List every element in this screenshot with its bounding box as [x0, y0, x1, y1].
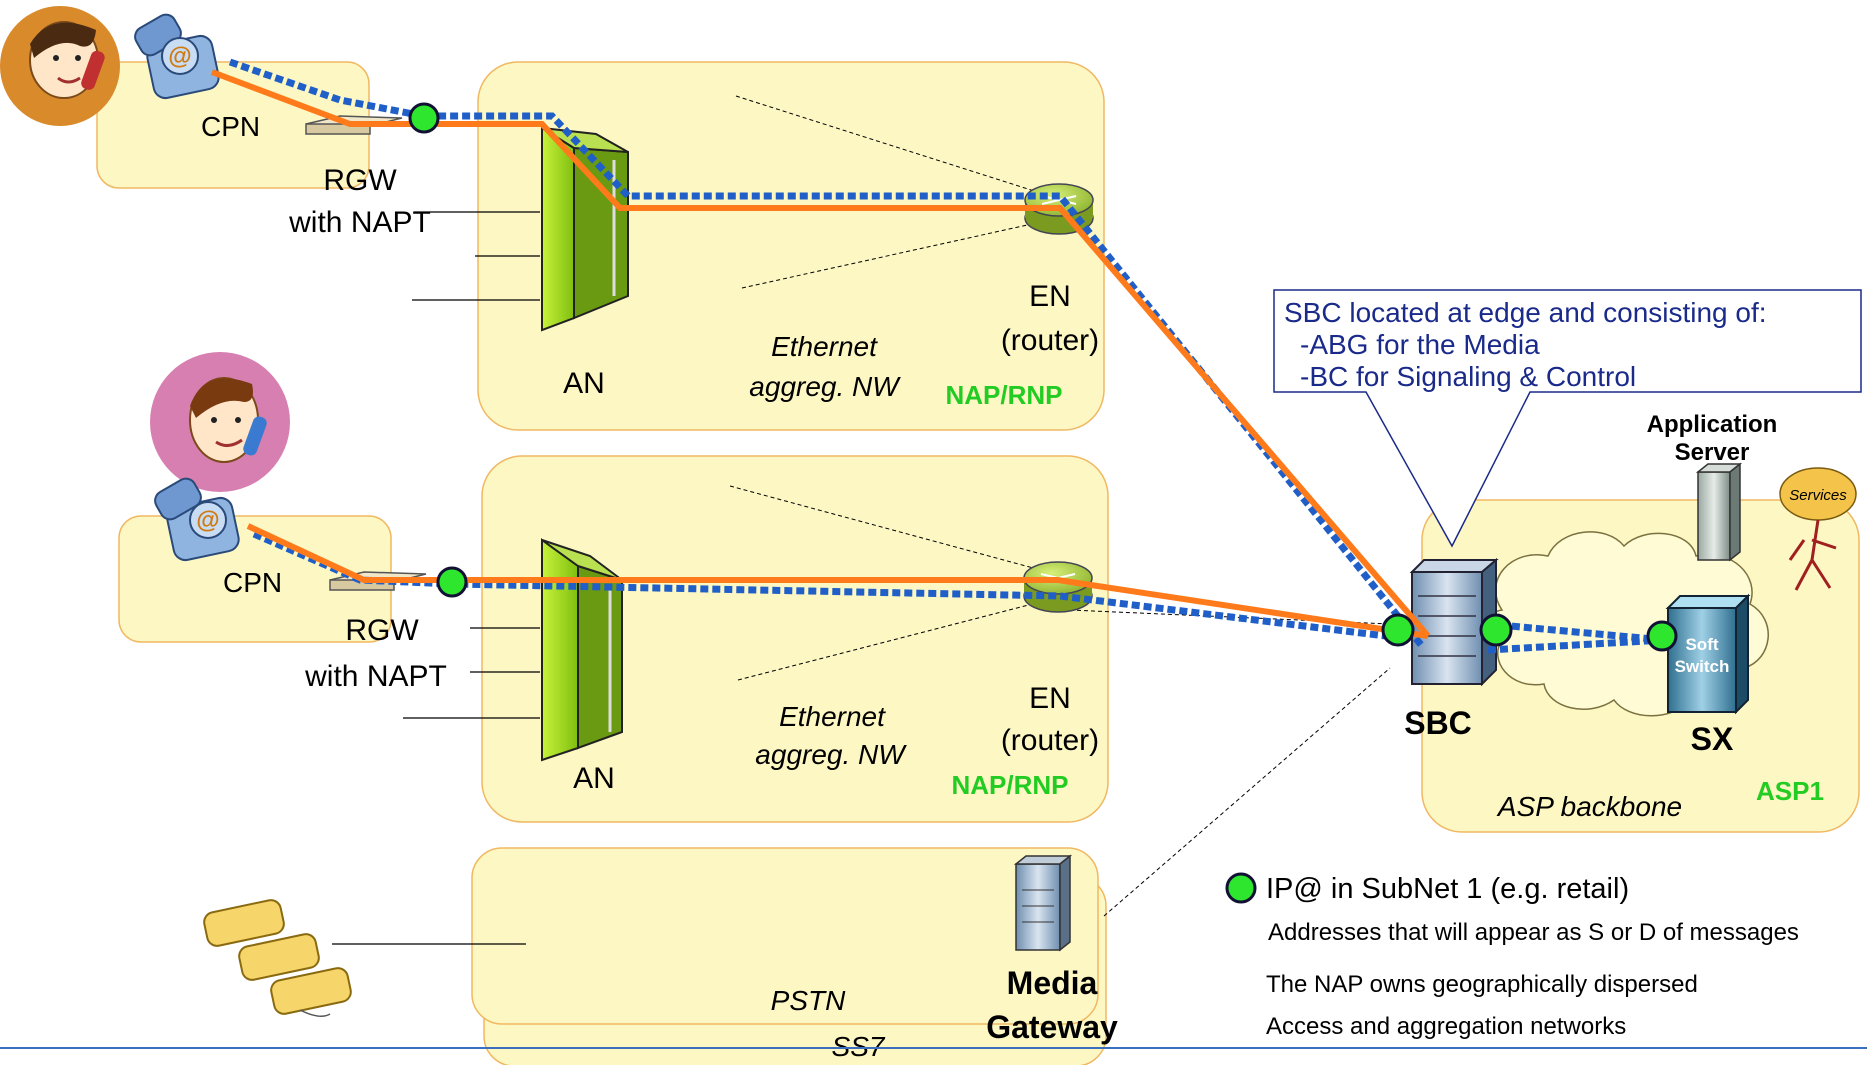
ip-node-softswitch	[1646, 620, 1678, 652]
ss7-label: SS7	[832, 1031, 886, 1062]
svg-text:@: @	[168, 43, 191, 70]
softswitch-icon: Soft Switch	[1665, 593, 1751, 715]
phone-at-icon: @	[134, 13, 220, 100]
asp-backbone-label: ASP backbone	[1496, 791, 1682, 822]
dashed-thin-lines	[729, 95, 1391, 917]
softswitch-label-1: Soft	[1685, 635, 1718, 654]
ip-nodes	[408, 102, 1678, 652]
nw-label-bottom-2: aggreg. NW	[755, 739, 907, 770]
ip-node-sbc-right	[1479, 613, 1513, 647]
signal-paths	[210, 69, 1431, 639]
callout-line-2: -ABG for the Media	[1300, 329, 1540, 360]
application-server-icon	[1695, 462, 1743, 562]
ip-node-sbc-left	[1381, 613, 1415, 647]
router-icon	[1023, 561, 1093, 613]
services-icon: Services	[1779, 467, 1857, 591]
an-device-bottom	[541, 538, 623, 762]
nw-label-top-2: aggreg. NW	[749, 371, 901, 402]
thin-lines	[332, 211, 540, 945]
an-label-bottom: AN	[573, 762, 615, 795]
nw-label-top-1: Ethernet	[771, 331, 878, 362]
en-label-bottom-2: (router)	[1001, 724, 1099, 757]
person-icon	[150, 352, 290, 492]
application-server-label-1: Application	[1647, 411, 1778, 438]
media-gateway-label-1: Media	[1007, 965, 1098, 1001]
legend-note-1: Addresses that will appear as S or D of …	[1268, 919, 1799, 946]
legend-ip-icon	[1225, 872, 1257, 904]
legend-ip-label: IP@ in SubNet 1 (e.g. retail)	[1266, 873, 1629, 905]
phone-at-icon: @	[154, 477, 240, 562]
rgw-label-top-2: with NAPT	[288, 206, 431, 239]
rgw-label-bottom-1: RGW	[345, 614, 419, 647]
nap-label-bottom: NAP/RNP	[951, 770, 1068, 800]
softswitch-label-2: Switch	[1675, 657, 1730, 676]
callout-line-3: -BC for Signaling & Control	[1300, 361, 1636, 392]
legend-note-3: Access and aggregation networks	[1266, 1013, 1626, 1040]
nap-label-top: NAP/RNP	[945, 380, 1062, 410]
labels: CPN RGW with NAPT AN EN (router) Etherne…	[201, 111, 1824, 1062]
sbc-label: SBC	[1404, 705, 1472, 741]
rgw-label-top-1: RGW	[323, 164, 397, 197]
en-label-top-2: (router)	[1001, 324, 1099, 357]
en-label-top-1: EN	[1029, 280, 1071, 313]
legend-note-2: The NAP owns geographically dispersed	[1266, 971, 1698, 998]
rgw-label-bottom-2: with NAPT	[304, 660, 447, 693]
ip-node-rgw-bottom	[436, 566, 468, 598]
en-label-bottom-1: EN	[1029, 682, 1071, 715]
sx-label: SX	[1691, 721, 1734, 757]
cpn-label-bottom: CPN	[223, 567, 282, 598]
media-gateway-label-2: Gateway	[986, 1009, 1118, 1045]
ip-node-rgw-top	[408, 102, 440, 134]
asp-label: ASP1	[1756, 776, 1824, 806]
an-label-top: AN	[563, 367, 605, 400]
sbc-callout: SBC located at edge and consisting of: -…	[1273, 289, 1862, 548]
pstn-label: PSTN	[771, 985, 846, 1016]
pstn-region	[471, 847, 1099, 1025]
phone-icon	[203, 899, 352, 1017]
nap-region-bottom	[481, 455, 1109, 823]
nw-label-bottom-1: Ethernet	[779, 701, 886, 732]
media-gateway-icon	[1013, 854, 1073, 952]
cpn-label-top: CPN	[201, 111, 260, 142]
application-server-label-2: Server	[1675, 439, 1750, 466]
an-device-top	[541, 126, 629, 332]
person-icon	[0, 6, 120, 126]
svg-text:@: @	[196, 507, 219, 534]
services-label: Services	[1789, 487, 1847, 504]
callout-line-1: SBC located at edge and consisting of:	[1284, 297, 1767, 328]
